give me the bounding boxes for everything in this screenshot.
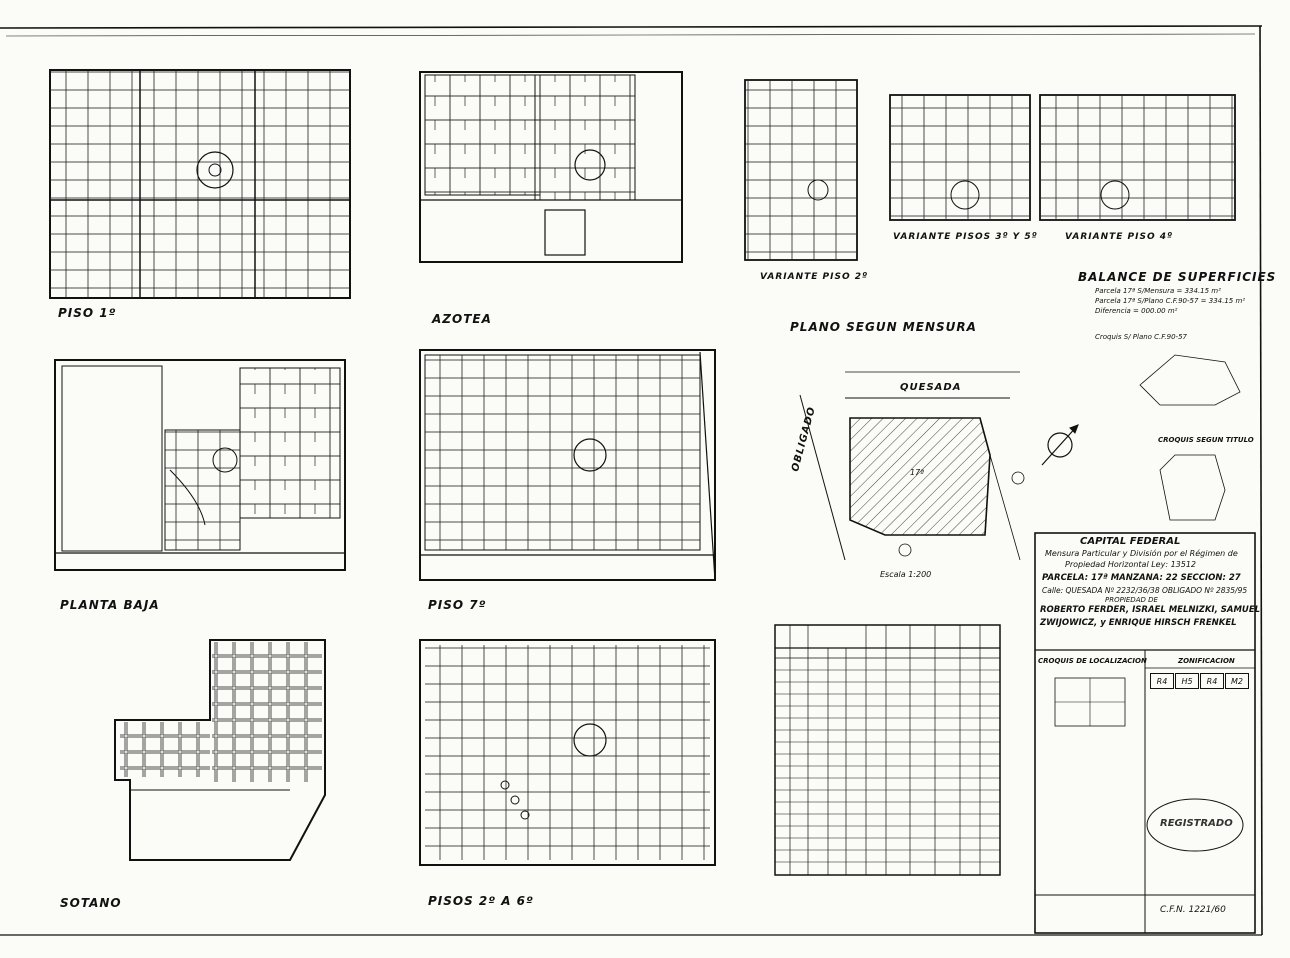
- surface-table: [774, 624, 1001, 876]
- tb-croquis-localizacion: CROQUIS DE LOCALIZACION: [1038, 657, 1147, 665]
- plan-pisos-2-6: [419, 639, 716, 866]
- plan-azotea: [419, 71, 683, 263]
- balance-line-1: Parcela 17ª S/Mensura = 334.15 m²: [1095, 287, 1221, 295]
- balance-title: BALANCE DE SUPERFICIES: [1078, 270, 1277, 284]
- plan-piso-1: [49, 69, 351, 299]
- plan-piso-7: [419, 349, 716, 581]
- plan-variante-piso-2: [744, 79, 858, 261]
- plan-variante-piso-4: [1039, 94, 1236, 221]
- label-sotano: SOTANO: [60, 896, 122, 910]
- balance-line-2: Parcela 17ª S/Plano C.F.90-57 = 334.15 m…: [1095, 297, 1246, 305]
- croquis-plano-label: Croquis S/ Plano C.F.90-57: [1095, 333, 1187, 341]
- tb-ley: Propiedad Horizontal Ley: 13512: [1065, 560, 1197, 569]
- tb-calle: Calle: QUESADA Nº 2232/36/38 OBLIGADO Nº…: [1042, 586, 1248, 595]
- tb-parcela: PARCELA: 17ª MANZANA: 22 SECCION: 27: [1042, 573, 1241, 583]
- tb-zonificacion: ZONIFICACION: [1178, 657, 1235, 665]
- plan-sotano: [114, 639, 326, 861]
- zone-cell-4: M2: [1225, 673, 1249, 689]
- mensura-scale: Escala 1:200: [880, 570, 932, 579]
- zone-cell-1: R4: [1150, 673, 1174, 689]
- croquis-titulo-label: CROQUIS SEGUN TITULO: [1158, 436, 1254, 444]
- croquis-segun-plano: [1139, 354, 1241, 521]
- label-variante-piso-4: VARIANTE PISO 4º: [1065, 232, 1174, 242]
- tb-propiedad: PROPIEDAD DE: [1105, 596, 1158, 604]
- stamp-registrado: REGISTRADO: [1160, 818, 1233, 829]
- tb-owners-2: ZWIJOWICZ, y ENRIQUE HIRSCH FRENKEL: [1040, 618, 1237, 628]
- north-arrow-icon: [1041, 424, 1079, 466]
- zone-cell-3: R4: [1200, 673, 1224, 689]
- label-pisos-2-6: PISOS 2º A 6º: [428, 894, 534, 908]
- label-planta-baja: PLANTA BAJA: [60, 598, 160, 612]
- street-quesada: QUESADA: [900, 382, 962, 393]
- plan-variante-pisos-3-5: [889, 94, 1031, 221]
- label-piso-7: PISO 7º: [428, 598, 487, 612]
- tb-mensura: Mensura Particular y División por el Rég…: [1045, 549, 1238, 558]
- mensura-parcel: 17ª: [910, 468, 924, 477]
- plan-planta-baja: [54, 359, 346, 571]
- sheet-frame: [0, 25, 1263, 936]
- zone-cell-2: H5: [1175, 673, 1199, 689]
- balance-line-3: Diferencia = 000.00 m²: [1095, 307, 1178, 315]
- label-piso-1: PISO 1º: [58, 306, 117, 320]
- label-plano-mensura: PLANO SEGUN MENSURA: [790, 320, 977, 334]
- title-block-frame: [1034, 532, 1256, 934]
- label-variante-piso-2: VARIANTE PISO 2º: [760, 272, 869, 282]
- plan-mensura: [799, 371, 1025, 561]
- label-azotea: AZOTEA: [432, 312, 492, 326]
- tb-capital-federal: CAPITAL FEDERAL: [1080, 536, 1181, 547]
- tb-owners-1: ROBERTO FERDER, ISRAEL MELNIZKI, SAMUEL: [1040, 605, 1261, 615]
- tb-cfn: C.F.N. 1221/60: [1160, 905, 1226, 915]
- label-variante-pisos-3-5: VARIANTE PISOS 3º Y 5º: [893, 232, 1038, 242]
